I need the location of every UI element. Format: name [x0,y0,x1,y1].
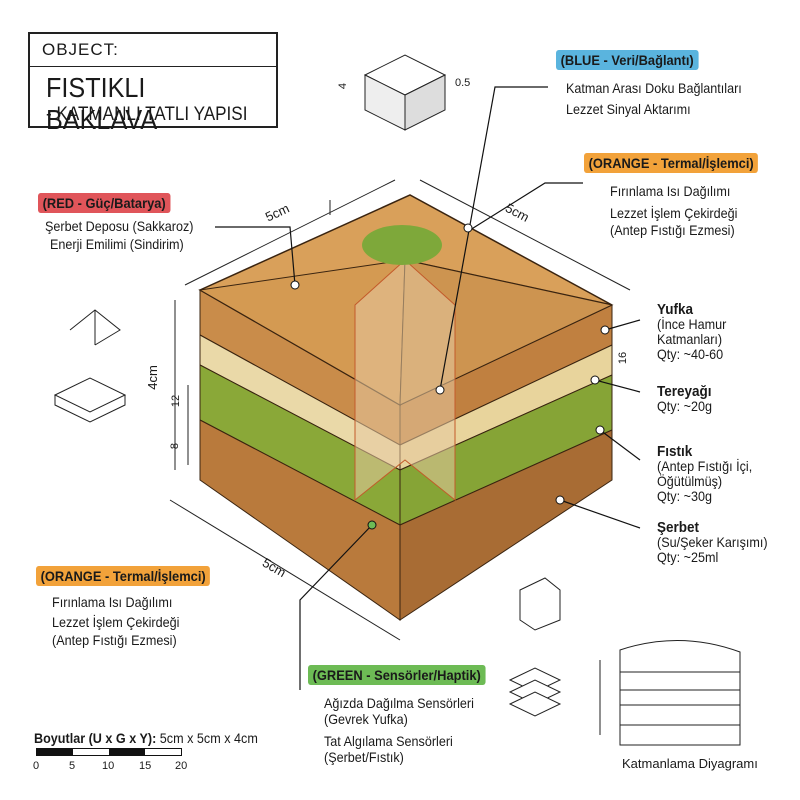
orange-callout-tag-top: (ORANGE - Termal/İşlemci) [584,153,759,173]
scale-tick: 15 [139,760,152,772]
red-callout-tag: (RED - Güç/Batarya) [38,193,171,213]
layering-diagram-caption: Katmanlama Diyagramı [622,756,758,771]
scale-tick: 20 [175,760,188,772]
pistachio-garnish [362,225,442,265]
title-box: OBJECT: FISTIKLI BAKLAVA - KATMANLI TATL… [28,32,278,135]
blue-item: Lezzet Sinyal Aktarımı [566,101,691,117]
page-title: FISTIKLI BAKLAVA [46,72,158,135]
green-item: Ağızda Dağılma Sensörleri [324,695,474,711]
orange-item: Fırınlama Isı Dağılımı [52,594,173,610]
dim-16: 16 [617,351,630,365]
cube-left-face [199,289,401,621]
sketch-icons [53,309,127,423]
layer-serbet: Şerbet(Su/Şeker Karışımı)Qty: ~25ml [657,519,768,565]
orange-callout-tag-bottom: (ORANGE - Termal/İşlemci) [36,566,211,586]
dimensions-summary: Boyutlar (U x G x Y): 5cm x 5cm x 4cm [34,730,258,746]
blue-item: Katman Arası Doku Bağlantıları [566,80,742,96]
scale-tick: 5 [69,760,76,772]
orange-item: Lezzet İşlem Çekirdeği [52,614,180,630]
blue-callout-tag: (BLUE - Veri/Bağlantı) [556,50,699,70]
layer-cube-icon [363,54,447,131]
dim-8: 8 [169,442,182,450]
red-item: Şerbet Deposu (Sakkaroz) [45,218,194,234]
scale-tick: 0 [33,760,40,772]
orange-item: (Antep Fıstığı Ezmesi) [52,632,177,648]
scale-bar [36,748,182,756]
green-item: (Gevrek Yufka) [324,711,408,727]
page-subtitle: - KATMANLI TATLI YAPISI [46,104,248,125]
scale-tick: 10 [102,760,115,772]
dim-0-5: 0.5 [455,77,471,89]
orange-item: Lezzet İşlem Çekirdeği [610,205,738,221]
green-item: Tat Algılama Sensörleri [324,733,453,749]
dim-4: 4 [337,82,350,90]
orange-item: Fırınlama Isı Dağılımı [610,183,731,199]
layer-fistik: Fıstık(Antep Fıstığı İçi,Öğütülmüş)Qty: … [657,443,753,504]
green-callout-tag: (GREEN - Sensörler/Haptik) [308,665,486,685]
dim-12: 12 [170,394,183,408]
object-label: OBJECT: [42,40,119,59]
layering-diagram [508,577,741,746]
green-item: (Şerbet/Fıstık) [324,749,404,765]
orange-item: (Antep Fıstığı Ezmesi) [610,222,735,238]
dim-height: 4cm [144,365,160,390]
red-item: Enerji Emilimi (Sindirim) [50,236,184,252]
